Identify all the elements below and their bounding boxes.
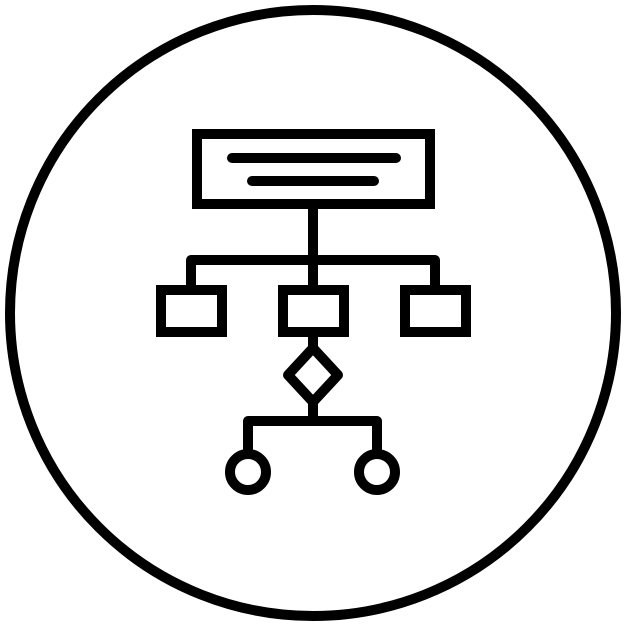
decision-diamond — [283, 343, 343, 407]
lower-branch-connector — [243, 416, 382, 452]
outer-ring — [5, 5, 621, 621]
branch-connector — [186, 255, 440, 290]
terminal-circle-right — [354, 449, 400, 495]
child-box-center — [278, 285, 349, 337]
terminal-circle-left — [225, 449, 271, 495]
child-box-left — [156, 285, 227, 337]
child-box-right — [400, 285, 471, 337]
header-box — [192, 129, 435, 209]
